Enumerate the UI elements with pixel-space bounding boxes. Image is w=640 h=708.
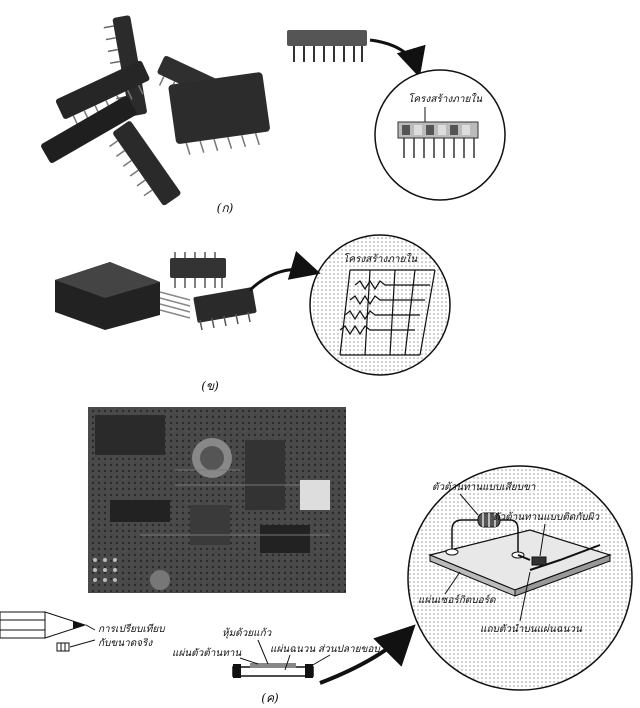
label-circuit-board: แผ่นเซอร์กิตบอร์ด <box>418 594 496 606</box>
circuit-board-drawing <box>428 512 612 597</box>
label-size-compare-1: การเปรียบเทียบ <box>98 623 166 635</box>
sip-internal-view <box>397 121 479 158</box>
zoom-arrow-b <box>248 250 321 292</box>
label-leaded-resistor: ตัวต้านทานแบบเสียบขา <box>432 481 536 493</box>
caption-a: (ก) <box>217 201 234 215</box>
label-internal-structure-b: โครงสร้างภายใน <box>343 253 418 265</box>
label-insulator-plate: แผ่นฉนวน <box>270 644 316 655</box>
zoom-arrow-a <box>369 38 426 78</box>
label-size-compare-2: กับขนาดจริง <box>98 637 153 649</box>
pcb-photo <box>88 407 346 593</box>
zoom-arrow-c <box>319 624 416 685</box>
label-smd-resistor: ตัวต้านทานแบบติดกับผิว <box>493 511 600 523</box>
smd-resistor-cross-section <box>232 663 314 678</box>
label-conductor-strip: แถบตัวนำบนแผ่นฉนวน <box>480 623 583 635</box>
label-internal-structure-a: โครงสร้างภายใน <box>408 93 483 105</box>
dip-internal-resistor-array <box>339 269 436 356</box>
caption-c: (ค) <box>261 691 279 705</box>
panel-a: โครงสร้างภายใน (ก) <box>41 15 506 215</box>
dip-package-large <box>193 287 257 331</box>
dip-package-small <box>170 252 226 288</box>
label-end-terminal: ส่วนปลายขอบ <box>318 644 381 655</box>
caption-b: (ข) <box>201 379 219 393</box>
pencil-illustration <box>0 611 96 652</box>
sip-network-single <box>287 30 367 62</box>
panel-c: การเปรียบเทียบ กับขนาดจริง หุ้มด้วยแก้ว … <box>0 407 633 705</box>
sip-network-cluster <box>41 15 270 206</box>
label-glass-coating: หุ้มด้วยแก้ว <box>222 627 273 639</box>
panel-b: โครงสร้างภายใน (ข) <box>55 234 451 393</box>
label-resistor-film: แผ่นตัวต้านทาน <box>172 647 242 659</box>
power-package <box>55 262 191 330</box>
